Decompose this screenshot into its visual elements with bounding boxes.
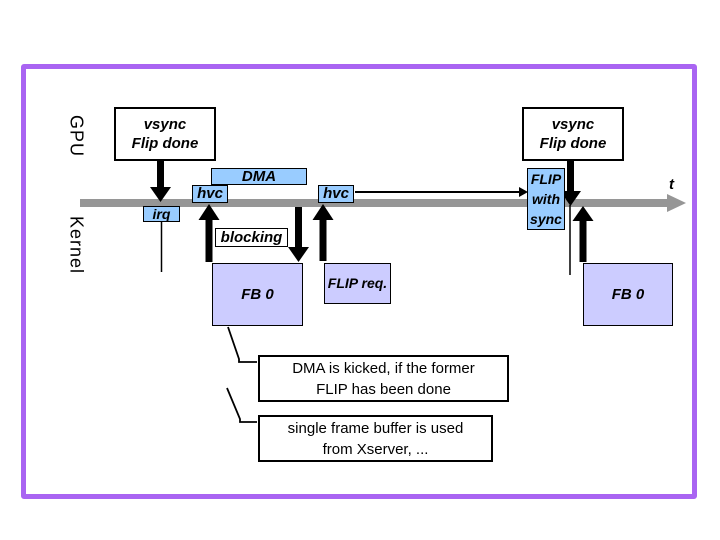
irq-box: irq [143,206,180,222]
vsync-line1: vsync [143,116,187,133]
callout-fb-note-line2: from Xserver, ... [322,440,429,458]
flip-with-sync-line3: sync [530,211,562,227]
flip-req-up-arrowhead [312,204,334,220]
dma-down-arrowhead [288,247,309,262]
callout-dma-note-line2: FLIP has been done [316,380,451,398]
dma-note-connector [227,326,257,363]
flip-with-sync-line2: with [532,191,560,207]
fb0-box-left: FB 0 [212,263,303,326]
flip-with-sync-line1: FLIP [530,171,562,187]
dma-box: DMA [211,168,307,185]
event-arrows [150,160,594,262]
hvc-box-right: hvc [318,185,354,203]
flip-done-line2: Flip done [539,135,607,152]
time-axis-label: t [669,176,674,193]
blocking-box: blocking [215,228,288,247]
vsync-flip-done-box-right: vsync Flip done [522,107,624,161]
callout-dma-note: DMA is kicked, if the former FLIP has be… [258,355,509,402]
fb0-box-right: FB 0 [583,263,673,326]
time-axis-arrowhead [667,194,686,212]
kernel-lane-label: Kernel [66,215,87,275]
vsync-right-down-arrowhead [560,191,581,206]
callout-dma-note-line1: DMA is kicked, if the former [292,359,475,377]
callout-fb-note-line1: single frame buffer is used [287,419,464,437]
callout-fb-note: single frame buffer is used from Xserver… [258,415,493,462]
fb0-right-up-arrowhead [572,206,594,221]
flip-with-sync-box: FLIP with sync [527,168,565,230]
fb-note-connector [226,387,257,423]
gpu-lane-label: GPU [66,114,87,158]
flip-req-box: FLIP req. [324,263,391,304]
flip-done-line2: Flip done [131,135,199,152]
vsync-line1: vsync [551,116,595,133]
vsync-flip-done-box-left: vsync Flip done [114,107,216,161]
fb0-left-up-arrowhead [198,204,220,220]
vsync-left-down-arrowhead [150,187,171,202]
hvc-box-left: hvc [192,185,228,203]
hvc-to-flip-arrowhead [519,187,528,197]
